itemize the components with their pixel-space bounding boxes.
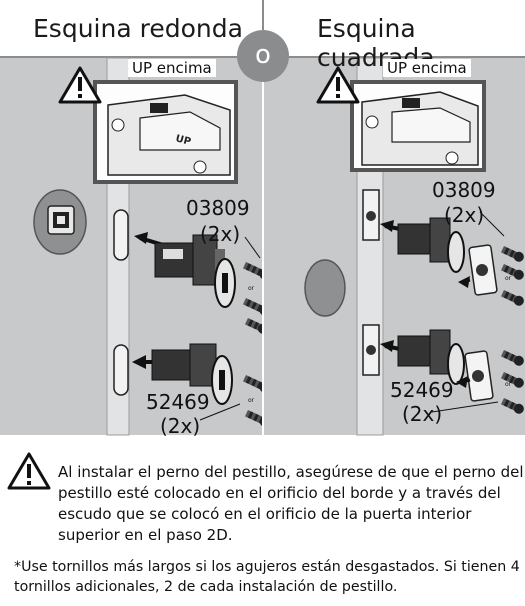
latch-bolt-square (154, 234, 236, 308)
or-marker: or (248, 397, 255, 404)
up-on-top-label-right: UP encima (383, 59, 471, 77)
title-square-corner: Esquina cuadrada (317, 14, 435, 72)
inset-up-engraving: UP (174, 133, 192, 148)
right-panel: or or (264, 57, 525, 436)
part-number-right-top: 03809 (432, 178, 496, 202)
latch-bolt-drive-in (151, 343, 233, 405)
edge-plate-round-bottom (113, 344, 129, 396)
bore-hole-right (304, 259, 346, 317)
latch-in-bore-icon (47, 205, 75, 235)
latch-bolt-drive-right (397, 329, 465, 385)
left-panel: or or UP (0, 57, 270, 436)
insert-arrow-icon (134, 232, 148, 244)
screws-group-right (501, 246, 524, 414)
or-badge: o (237, 30, 289, 82)
part-qty-right-top: (2x) (444, 203, 485, 227)
screw-note: *Use tornillos más largos si los agujero… (14, 559, 520, 595)
part-number-left-top: 03809 (186, 196, 250, 220)
inset-up-detail-right (350, 80, 486, 172)
edge-plate-round-top (113, 209, 129, 261)
or-marker: or (248, 285, 255, 292)
part-qty-right-bottom: (2x) (402, 402, 443, 426)
warning-triangle-icon (58, 66, 102, 104)
inset-up-detail-left: UP (93, 80, 238, 184)
or-marker: or (505, 381, 512, 388)
part-qty-left-top: (2x) (200, 222, 241, 246)
or-marker: or (505, 275, 512, 282)
part-number-right-bottom: 52469 (390, 378, 454, 402)
warning-triangle-icon (7, 452, 51, 490)
title-round-corner: Esquina redonda (33, 14, 243, 43)
part-qty-left-bottom: (2x) (160, 414, 201, 438)
up-on-top-label-left: UP encima (128, 59, 216, 77)
warning-message: Al instalar el perno del pestillo, asegú… (58, 463, 524, 544)
insert-arrow-icon (380, 220, 394, 232)
insert-arrow-icon (380, 340, 394, 352)
warning-triangle-icon (316, 66, 360, 104)
latch-bolt-square-right (397, 217, 465, 273)
insert-arrow-icon (132, 355, 146, 369)
part-number-left-bottom: 52469 (146, 390, 210, 414)
